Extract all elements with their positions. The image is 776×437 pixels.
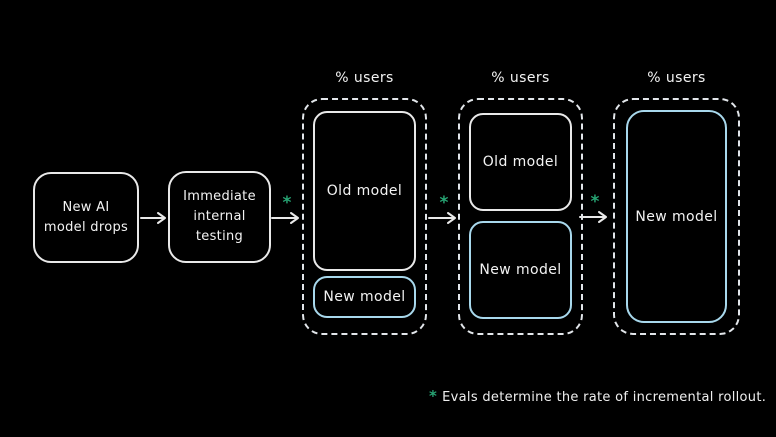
- users-frame: Old model New model: [458, 98, 583, 335]
- new-model-box: New model: [626, 110, 727, 323]
- stage-rollout-3: % users New model: [613, 70, 740, 335]
- stage-title: % users: [647, 70, 706, 86]
- stage-rollout-1: % users Old model New model: [302, 70, 427, 335]
- connector-evals: *: [271, 193, 303, 226]
- arrow-right-icon: [579, 211, 607, 223]
- stage-title: % users: [335, 70, 394, 86]
- new-model-box: New model: [469, 221, 572, 319]
- evals-asterisk-icon: *: [282, 193, 292, 213]
- footnote-text: Evals determine the rate of incremental …: [442, 390, 767, 405]
- old-model-box: Old model: [313, 111, 416, 271]
- stage-title: % users: [491, 70, 550, 86]
- step-label-line: testing: [195, 229, 244, 244]
- step-label-line: New AI: [62, 199, 110, 215]
- connector-evals: *: [579, 192, 611, 225]
- evals-asterisk-icon: *: [590, 192, 600, 212]
- step-label-line: Immediate: [183, 189, 256, 204]
- arrow-right-icon: [271, 212, 299, 224]
- step-immediate-internal-testing: Immediate internal testing: [168, 171, 271, 263]
- arrow-right-icon: [428, 212, 456, 224]
- evals-asterisk-icon: *: [429, 387, 438, 405]
- step-label-line: internal: [193, 209, 246, 224]
- arrow-right-icon: [140, 212, 166, 224]
- step-label-line: model drops: [43, 219, 129, 235]
- new-model-box: New model: [313, 276, 416, 318]
- stage-rollout-2: % users Old model New model: [458, 70, 583, 335]
- users-frame: Old model New model: [302, 98, 427, 335]
- users-frame: New model: [613, 98, 740, 335]
- old-model-box: Old model: [469, 113, 572, 211]
- step-new-ai-model-drops: New AI model drops: [33, 172, 139, 263]
- connector-evals: *: [428, 193, 460, 226]
- evals-asterisk-icon: *: [439, 193, 449, 213]
- footnote: * Evals determine the rate of incremental…: [429, 387, 766, 405]
